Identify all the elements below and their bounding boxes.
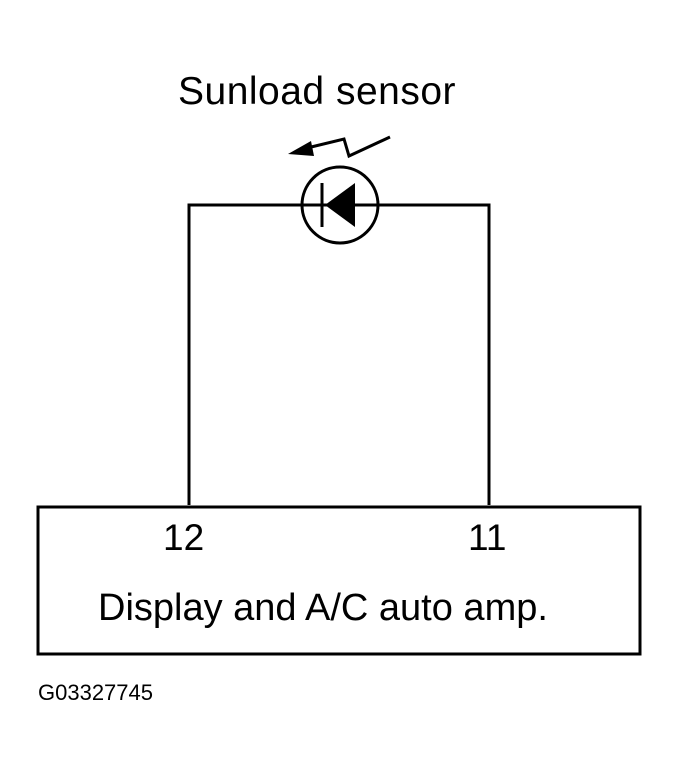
wire-pin-12 — [187, 203, 302, 505]
sensor-label: Sunload sensor — [178, 70, 457, 113]
wire-pin-11 — [378, 203, 491, 505]
pin-11-label: 11 — [468, 517, 507, 558]
amp-unit-label: Display and A/C auto amp. — [98, 587, 548, 629]
pin-12-label: 12 — [163, 517, 205, 558]
light-ray-icon — [288, 135, 391, 159]
figure-code: G03327745 — [38, 680, 153, 705]
photodiode-icon — [300, 165, 380, 245]
amp-unit-box — [36, 505, 642, 656]
